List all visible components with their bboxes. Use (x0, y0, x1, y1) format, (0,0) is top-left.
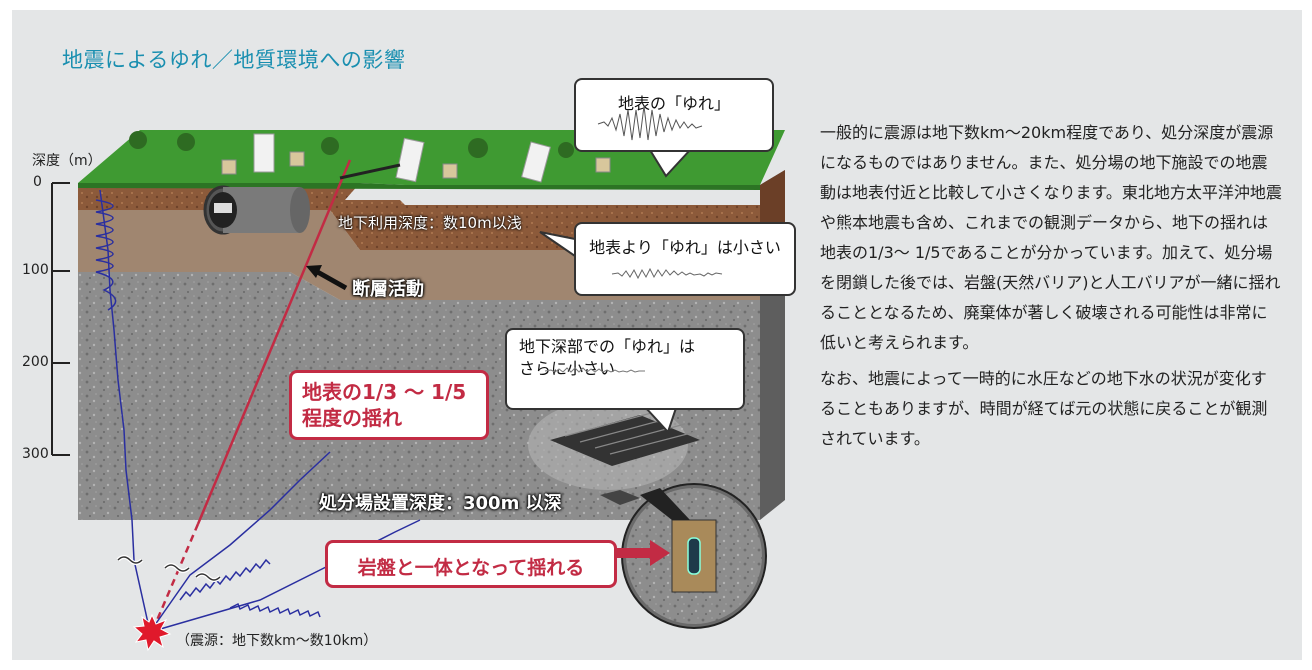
explanation-paragraph-1: 一般的に震源は地下数km〜20km程度であり、処分深度が震源になるものではありま… (820, 123, 1282, 352)
callout-smaller-text: 地表より「ゆれ」は小さい (589, 238, 781, 257)
depth-tick-0: 0 (33, 174, 42, 190)
depth-tick-100: 100 (22, 262, 49, 278)
disposal-facility (528, 400, 700, 505)
bedrock-arrow-icon (612, 540, 670, 566)
bedrock-text: 岩盤と一体となって揺れる (357, 557, 585, 579)
trees (129, 131, 574, 158)
fault-label: 断層活動 (352, 279, 424, 300)
canister-closeup (621, 483, 767, 629)
callout-surface-text: 地表の「ゆれ」 (617, 94, 730, 113)
callout-surface: 地表の「ゆれ」 (574, 78, 774, 152)
ratio-line2: 程度の揺れ (302, 406, 402, 430)
callout-smaller: 地表より「ゆれ」は小さい (574, 222, 796, 296)
fault-arrow-icon (306, 265, 348, 291)
callout-deep-line1: 地下深部での「ゆれ」は (519, 337, 696, 356)
buildings (221, 133, 611, 183)
depth-tick-200: 200 (22, 354, 49, 370)
ratio-line1: 地表の1/3 〜 1/5 (302, 380, 467, 404)
depth-axis (51, 182, 70, 456)
page-title: 地震によるゆれ／地質環境への影響 (62, 48, 406, 72)
ratio-box: 地表の1/3 〜 1/5 程度の揺れ (289, 370, 489, 440)
epicenter-icon (132, 613, 172, 652)
depth-axis-label: 深度（m） (32, 153, 102, 169)
explanation-text: 一般的に震源は地下数km〜20km程度であり、処分深度が震源になるものではありま… (820, 118, 1282, 460)
explanation-paragraph-2: なお、地震によって一時的に水圧などの地下水の状況が変化することもありますが、時間… (820, 369, 1268, 448)
tunnel (203, 185, 310, 235)
bedrock-box: 岩盤と一体となって揺れる (325, 540, 617, 588)
underground-use-label: 地下利用深度：数10m以浅 (338, 214, 522, 232)
fault-line (196, 159, 352, 525)
depth-tick-300: 300 (22, 446, 49, 462)
disposal-depth-label: 処分場設置深度：300m 以深 (319, 493, 562, 514)
epicenter-label: （震源：地下数km〜数10km） (176, 633, 378, 649)
